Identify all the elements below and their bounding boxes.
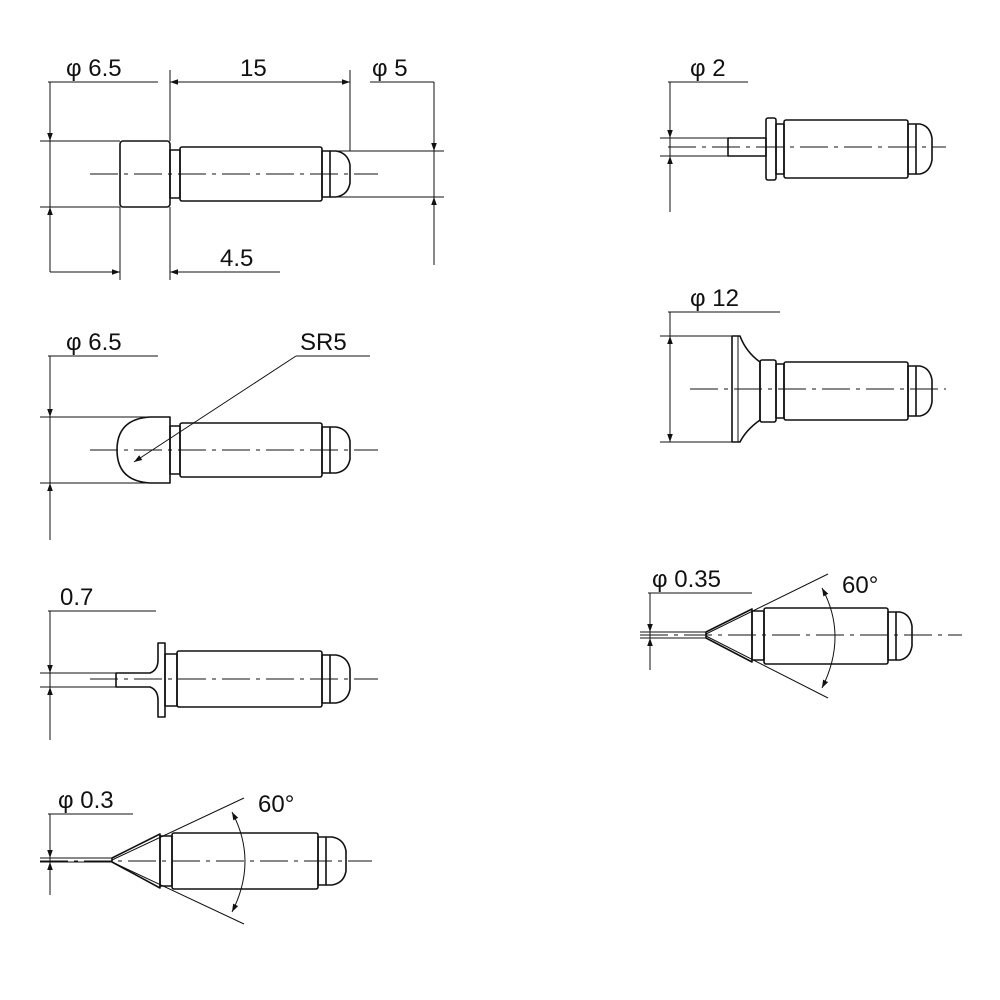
tip-blade-body <box>90 642 378 718</box>
tip-spherical-body <box>90 416 378 484</box>
tip-spherical-dimensions: φ 6.5 SR5 <box>40 329 370 540</box>
tip-cone-small: φ 0.3 60° <box>40 787 372 925</box>
tip-pin-dimensions: φ 2 <box>660 55 748 212</box>
tip-flat: φ 6.5 15 φ 5 4.5 <box>40 55 444 280</box>
label-flat-offset: 4.5 <box>220 245 253 272</box>
label-spherical-diameter: φ 6.5 <box>66 329 122 356</box>
tip-cone-small-dimensions: φ 0.3 60° <box>40 787 294 925</box>
tip-pin: φ 2 <box>660 55 946 212</box>
label-cone-small-angle: 60° <box>258 791 294 818</box>
tip-spherical: φ 6.5 SR5 <box>40 329 378 540</box>
tip-flat-dimensions: φ 6.5 15 φ 5 4.5 <box>40 55 444 280</box>
label-pin-diameter: φ 2 <box>690 55 726 82</box>
label-cone-large-diameter: φ 0.35 <box>652 566 721 593</box>
tip-blade: 0.7 <box>40 584 378 740</box>
tip-cone-large: φ 0.35 60° <box>640 566 962 699</box>
label-flat-diameter-left: φ 6.5 <box>66 55 122 82</box>
label-cone-small-diameter: φ 0.3 <box>58 787 114 814</box>
tip-disc-dimensions: φ 12 <box>660 285 780 443</box>
label-flat-length: 15 <box>240 55 267 82</box>
label-cone-large-angle: 60° <box>842 572 878 599</box>
tip-flat-body <box>90 140 378 208</box>
label-flat-diameter-right: φ 5 <box>372 55 408 82</box>
tip-cone-large-dimensions: φ 0.35 60° <box>640 566 878 699</box>
tip-blade-dimensions: 0.7 <box>40 584 156 740</box>
tip-pin-body <box>668 117 946 181</box>
label-spherical-radius: SR5 <box>300 329 347 356</box>
tip-disc-body <box>690 335 946 443</box>
tip-disc: φ 12 <box>660 285 946 443</box>
label-blade-thickness: 0.7 <box>60 584 93 611</box>
tip-cone-small-body <box>40 832 372 890</box>
label-disc-diameter: φ 12 <box>690 285 739 312</box>
tip-cone-large-body <box>640 607 962 665</box>
